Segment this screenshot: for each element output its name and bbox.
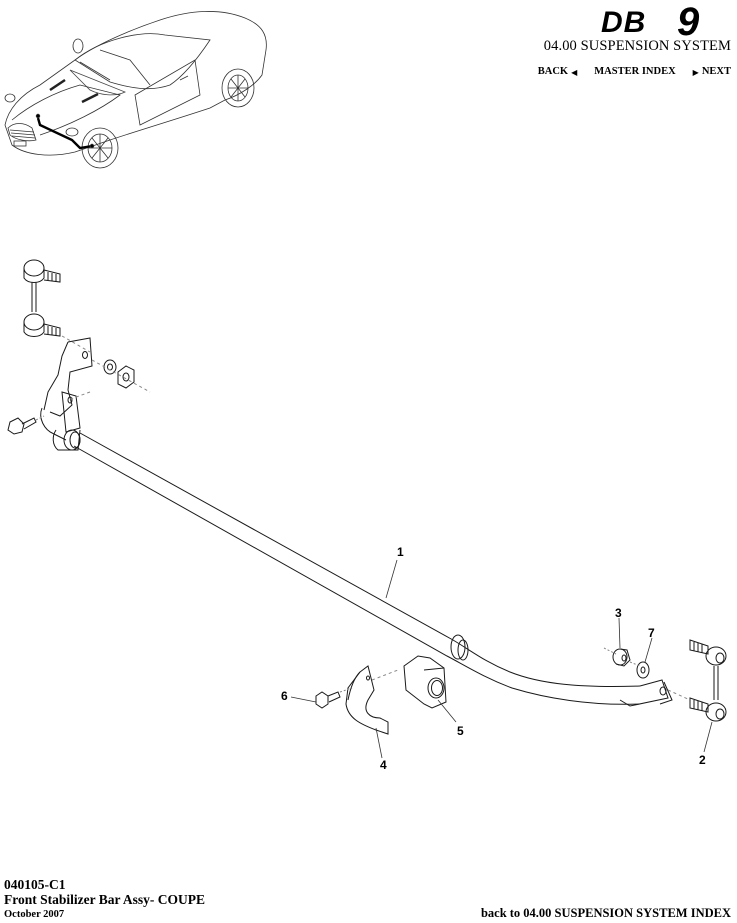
back-button[interactable]: BACK ◀ bbox=[538, 66, 581, 77]
stabilizer-bar-part-1 bbox=[73, 432, 673, 707]
svg-text:DB: DB bbox=[601, 6, 646, 38]
nut-part-3 bbox=[612, 648, 631, 667]
left-mounting-bracket bbox=[40, 337, 93, 451]
end-link-part-2 bbox=[689, 639, 727, 722]
callout-5[interactable]: 5 bbox=[457, 724, 464, 738]
db9-logo: DB 9 bbox=[601, 4, 700, 38]
left-bolt bbox=[7, 417, 25, 435]
svg-text:9: 9 bbox=[677, 4, 700, 38]
callout-2[interactable]: 2 bbox=[699, 753, 706, 767]
end-link-left bbox=[23, 259, 61, 337]
stabilizer-bar-exploded-diagram bbox=[7, 259, 727, 759]
clamp-part-4 bbox=[345, 665, 389, 735]
car-locator-illustration bbox=[4, 11, 267, 169]
publication-date: October 2007 bbox=[4, 909, 65, 920]
triangle-left-icon: ◀ bbox=[571, 67, 578, 77]
bushing-part-5 bbox=[403, 655, 447, 709]
part-code: 040105-C1 bbox=[4, 877, 66, 892]
bolt-part-6 bbox=[315, 691, 341, 709]
callout-1[interactable]: 1 bbox=[397, 545, 404, 559]
triangle-right-icon: ▶ bbox=[692, 67, 699, 77]
back-to-section-index-link[interactable]: back to 04.00 SUSPENSION SYSTEM INDEX bbox=[480, 906, 731, 920]
next-label: NEXT bbox=[701, 66, 731, 77]
back-label: BACK bbox=[537, 66, 569, 77]
left-nut bbox=[117, 365, 135, 389]
callout-6[interactable]: 6 bbox=[281, 689, 288, 703]
callout-4[interactable]: 4 bbox=[380, 758, 387, 772]
footer-info: 040105-C1 Front Stabilizer Bar Assy- COU… bbox=[4, 877, 205, 922]
washer-part-7 bbox=[636, 661, 650, 679]
callout-3[interactable]: 3 bbox=[615, 606, 622, 620]
master-index-button[interactable]: MASTER INDEX bbox=[594, 66, 676, 77]
section-title: 04.00 SUSPENSION SYSTEM bbox=[543, 38, 731, 54]
next-button[interactable]: ▶ NEXT bbox=[690, 66, 731, 77]
callout-7[interactable]: 7 bbox=[648, 626, 655, 640]
navigation-bar: BACK ◀ MASTER INDEX ▶ NEXT bbox=[538, 66, 731, 77]
leader-lines bbox=[290, 559, 713, 759]
part-title: Front Stabilizer Bar Assy- COUPE bbox=[4, 892, 206, 907]
